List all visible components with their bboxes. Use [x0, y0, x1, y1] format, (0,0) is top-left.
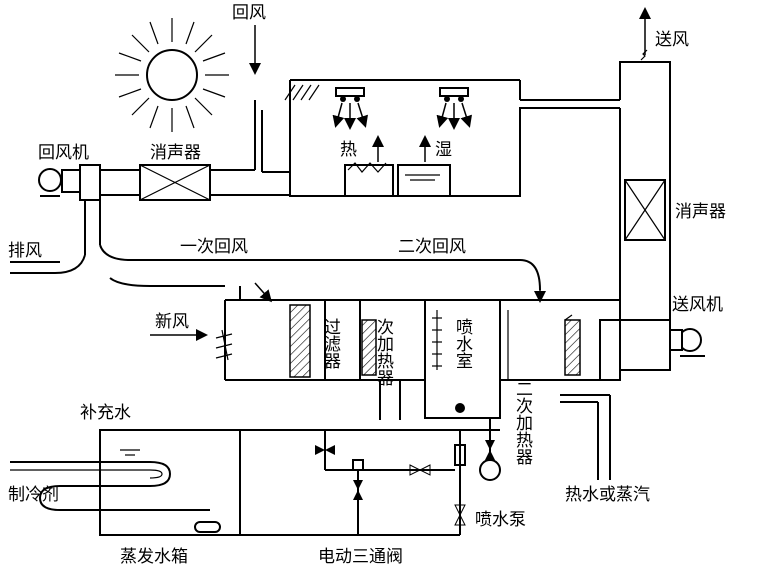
label-return-fan: 回风机	[38, 143, 89, 163]
label-supply-air: 送风	[655, 30, 689, 50]
label-return-air: 回风	[232, 3, 266, 23]
humid-source	[397, 135, 451, 197]
return-fan	[38, 168, 81, 197]
label-reheater2: 二次加热器	[512, 380, 533, 465]
diffuser-right	[436, 87, 472, 130]
label-silencer-right: 消声器	[675, 202, 726, 222]
label-silencer-left: 消声器	[150, 143, 201, 163]
label-humid: 湿	[435, 140, 452, 160]
return-duct	[79, 100, 290, 201]
label-hot-water-steam: 热水或蒸汽	[565, 485, 650, 505]
label-spray-room: 喷水室	[452, 318, 473, 369]
label-spray-pump: 喷水泵	[475, 510, 526, 530]
label-refrigerant: 制冷剂	[8, 485, 59, 505]
label-fresh-air: 新风	[155, 312, 189, 332]
supply-duct	[619, 7, 671, 320]
ahu	[150, 299, 705, 419]
evaporator-tank	[10, 429, 241, 536]
label-makeup-water: 补充水	[80, 403, 131, 423]
label-reheater1: 次加热器	[373, 318, 394, 386]
label-primary-return: 一次回风	[180, 237, 248, 257]
diffuser-left	[332, 87, 368, 130]
heat-source	[344, 135, 394, 197]
label-three-way-valve: 电动三通阀	[318, 547, 403, 567]
label-exhaust: 排风	[8, 241, 42, 261]
label-secondary-return: 二次回风	[398, 237, 466, 257]
water-piping	[100, 380, 611, 536]
label-heat: 热	[340, 140, 357, 160]
label-filter: 过滤器	[320, 318, 341, 369]
label-evap-tank: 蒸发水箱	[120, 547, 188, 567]
room	[284, 79, 620, 197]
label-supply-fan: 送风机	[672, 295, 723, 315]
sun-icon	[115, 18, 229, 132]
